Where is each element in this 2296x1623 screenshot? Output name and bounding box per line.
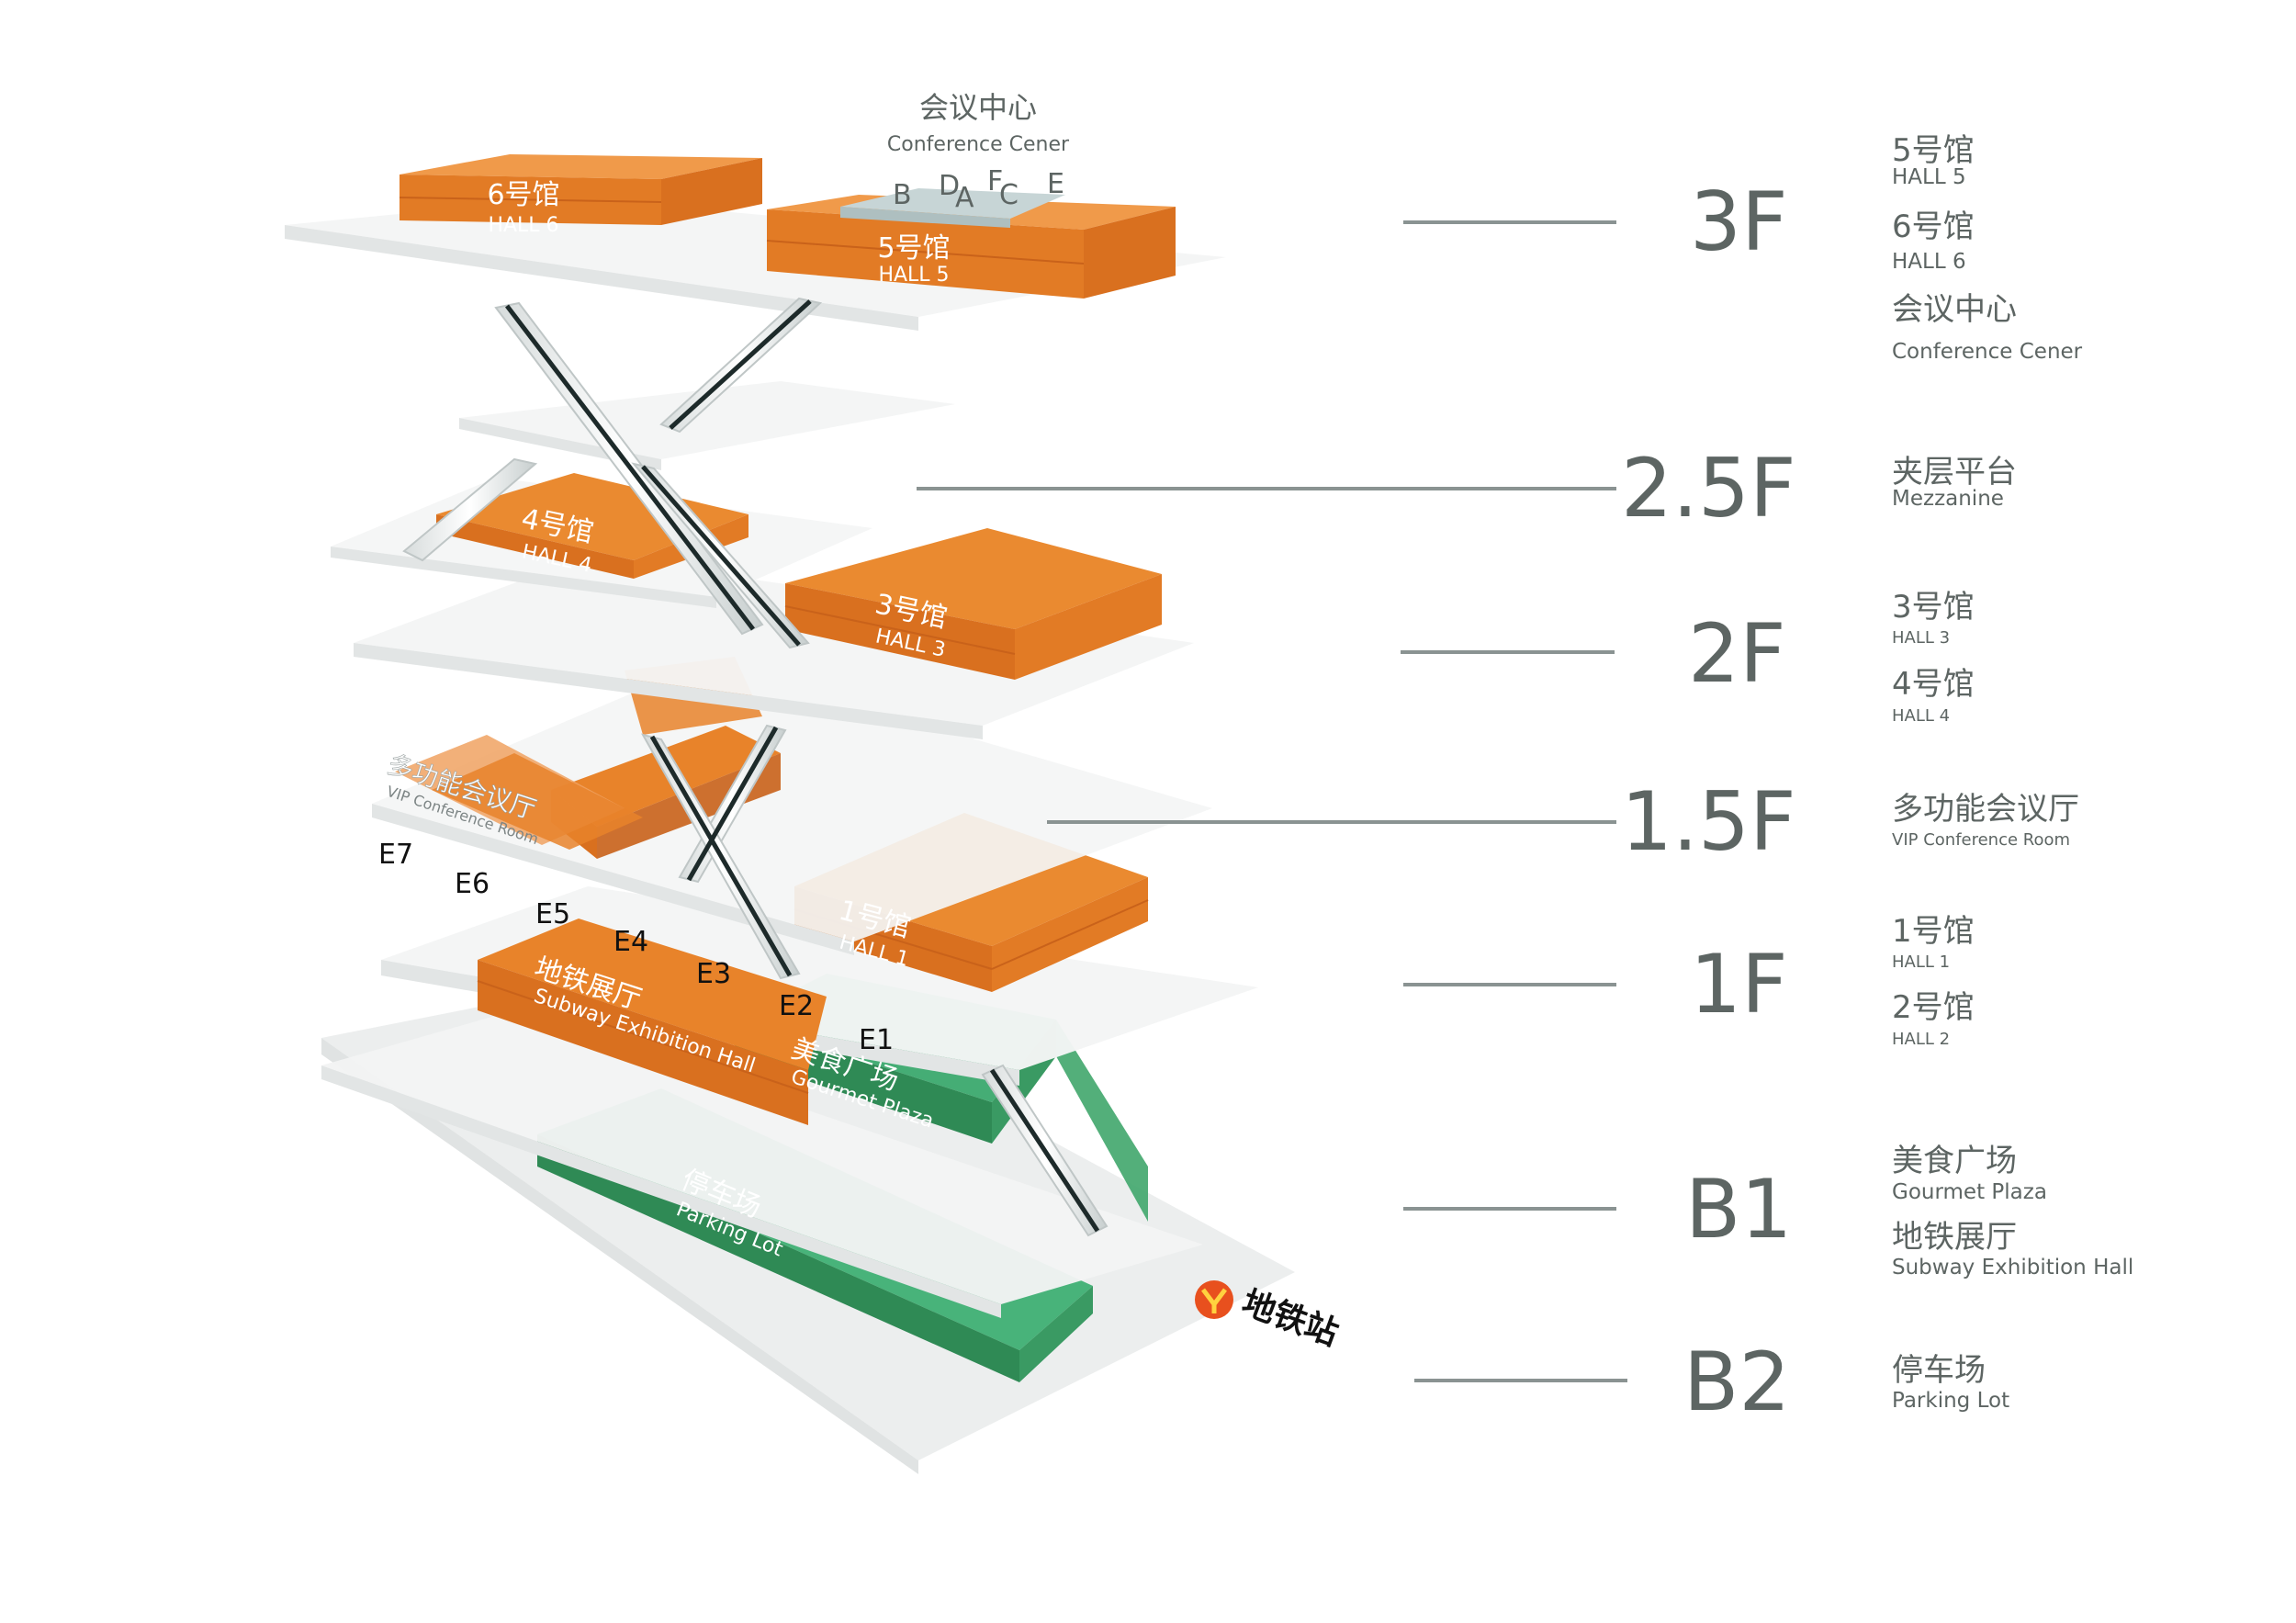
level-2f-item2-cn: 4号馆 [1892, 666, 1975, 703]
entrance-e4: E4 [613, 926, 648, 958]
level-2f-item2-en: HALL 4 [1892, 706, 1950, 726]
level-1f-item1-en: HALL 1 [1892, 952, 1950, 972]
level-b2-item1-cn: 停车场 [1892, 1352, 1986, 1389]
hall5-label-cn: 5号馆 [877, 232, 950, 265]
level-descriptions: 5号馆 HALL 5 6号馆 HALL 6 会议中心 Conference Ce… [1892, 132, 2133, 1413]
room-f: F [987, 165, 1003, 197]
level-2.5f-item1-cn: 夹层平台 [1892, 454, 2017, 490]
level-b2-item1-en: Parking Lot [1892, 1389, 2009, 1413]
room-c: C [999, 179, 1019, 211]
room-e: E [1047, 168, 1064, 200]
metro-station: 地铁站 [1195, 1280, 1343, 1353]
subway-hall-block [477, 919, 827, 1125]
level-code-3f: 3F [1690, 175, 1788, 269]
level-leader-lines [917, 220, 1627, 1382]
level-3f-item2-cn: 6号馆 [1892, 209, 1975, 245]
level-code-1f: 1F [1690, 937, 1788, 1031]
level-b1-item1-cn: 美食广场 [1892, 1143, 2017, 1179]
entrance-e2: E2 [779, 990, 814, 1022]
hall3-block [784, 528, 1162, 680]
level-1.5f-item1-en: VIP Conference Room [1892, 830, 2070, 850]
conference-block [840, 188, 1065, 228]
hall6-label-en: HALL 6 [488, 214, 558, 237]
floor-1.5f [372, 661, 1212, 955]
level-b1-item2-cn: 地铁展厅 [1892, 1219, 2017, 1256]
level-1f-item2-en: HALL 2 [1892, 1030, 1950, 1049]
entrance-labels: E7 E6 E5 E4 E3 E2 E1 [378, 839, 894, 1056]
level-b1-item2-en: Subway Exhibition Hall [1892, 1256, 2133, 1279]
level-codes: 3F 2.5F 2F 1.5F 1F B1 B2 [1621, 175, 1796, 1429]
level-1.5f-item1-cn: 多功能会议厅 [1892, 791, 2079, 828]
level-3f-item1-cn: 5号馆 [1892, 132, 1975, 169]
level-3f-item3-en: Conference Cener [1892, 340, 2083, 364]
level-b1-item1-en: Gourmet Plaza [1892, 1180, 2047, 1204]
level-2f-item1-en: HALL 3 [1892, 628, 1950, 648]
level-3f-item2-en: HALL 6 [1892, 250, 1966, 274]
entrance-e6: E6 [455, 868, 490, 900]
metro-label: 地铁站 [1237, 1284, 1344, 1353]
level-code-2f: 2F [1688, 606, 1786, 701]
level-3f-item3-cn: 会议中心 [1892, 291, 2017, 328]
entrance-e1: E1 [859, 1024, 894, 1056]
entrance-e7: E7 [378, 839, 413, 871]
level-code-b2: B2 [1683, 1335, 1790, 1429]
level-1f-item2-cn: 2号馆 [1892, 989, 1975, 1026]
level-3f-item1-en: HALL 5 [1892, 165, 1966, 189]
conference-title: 会议中心 Conference Cener [887, 90, 1070, 156]
room-a: A [955, 182, 974, 214]
hall6-block [399, 154, 762, 225]
floor-2f [354, 556, 1194, 739]
room-d: D [939, 170, 960, 202]
hall5-label-en: HALL 5 [878, 264, 949, 287]
level-2.5f-item1-en: Mezzanine [1892, 487, 2004, 511]
conference-title-cn: 会议中心 [919, 90, 1037, 125]
level-code-2.5f: 2.5F [1621, 441, 1796, 535]
entrance-e5: E5 [535, 898, 570, 930]
conference-title-en: Conference Cener [887, 133, 1070, 156]
escalators [402, 297, 1109, 1237]
floor-b1 [321, 1010, 1203, 1318]
conference-rooms: B D A F C E [893, 165, 1064, 214]
entrance-e3: E3 [696, 958, 731, 990]
level-code-b1: B1 [1685, 1162, 1792, 1257]
level-code-1.5f: 1.5F [1621, 774, 1796, 869]
room-b: B [893, 179, 912, 211]
level-1f-item1-cn: 1号馆 [1892, 913, 1975, 950]
level-2f-item1-cn: 3号馆 [1892, 589, 1975, 626]
hall5-block [766, 195, 1176, 299]
hall6-label-cn: 6号馆 [487, 179, 559, 211]
